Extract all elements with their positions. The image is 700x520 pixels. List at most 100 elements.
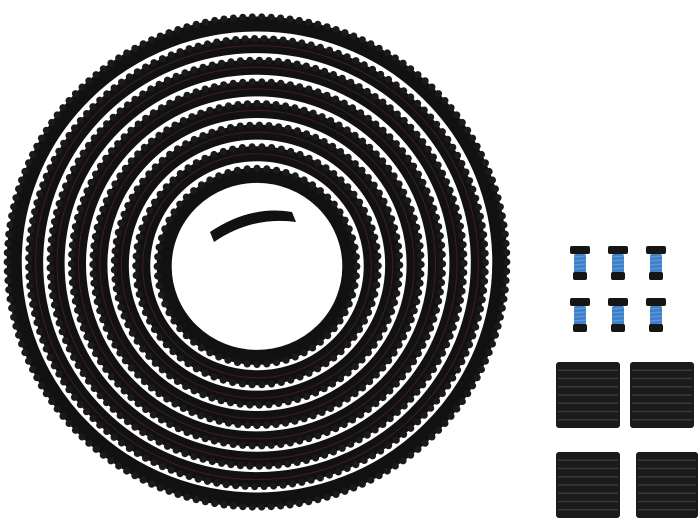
belt-tooth (50, 301, 59, 309)
belt-tooth (433, 120, 441, 128)
belt-tooth (347, 78, 355, 86)
belt-tooth (469, 185, 477, 193)
belt-tooth (213, 479, 221, 487)
belt-tooth (182, 332, 190, 340)
belt-tooth (424, 145, 432, 153)
belt-tooth (503, 249, 511, 257)
belt-tooth (171, 121, 179, 129)
belt-tooth (393, 233, 401, 241)
belt-tooth (420, 411, 428, 419)
belt-tooth (123, 467, 131, 475)
belt-tooth (165, 309, 173, 317)
belt-tooth (253, 164, 261, 172)
screw (570, 246, 590, 280)
belt-tooth (220, 15, 228, 23)
belt-tooth (341, 309, 349, 317)
screw-thread-ridge (649, 267, 663, 270)
belt-tooth (296, 150, 304, 159)
belt-tooth (288, 480, 297, 488)
belt-tooth (419, 178, 427, 187)
belt-tooth (33, 374, 41, 382)
belt-tooth (227, 58, 235, 66)
belt-tooth (169, 348, 177, 356)
belt-tooth (358, 166, 366, 174)
belt-tooth (127, 157, 135, 165)
belt-tooth (392, 436, 400, 444)
belt-tooth (462, 349, 470, 357)
belt-tooth (311, 64, 320, 73)
belt-tooth (201, 369, 209, 377)
belt-tooth (320, 451, 329, 459)
belt-tooth (96, 358, 105, 366)
belt-tooth (427, 404, 435, 412)
belt-tooth (270, 35, 278, 43)
belt-tooth (99, 205, 107, 214)
belt-tooth (5, 286, 13, 294)
belt-tooth (89, 414, 97, 423)
belt-tooth (156, 32, 164, 40)
belt-tooth (133, 281, 141, 289)
belt-tooth (442, 341, 451, 349)
belt-tooth (155, 390, 163, 398)
belt-tooth (383, 467, 391, 475)
belt-tooth (353, 262, 361, 270)
belt-tooth (26, 235, 34, 243)
screw-tip (573, 272, 587, 280)
belt-tooth (282, 169, 290, 177)
belt-tooth (161, 300, 169, 308)
belt-tooth (15, 185, 23, 193)
belt-tooth (385, 357, 393, 365)
belt-tooth (498, 212, 506, 220)
belt-tooth (275, 123, 283, 131)
belt-tooth (355, 325, 364, 333)
belt-tooth (188, 408, 196, 416)
belt-tooth (139, 345, 147, 353)
screw-thread-ridge (649, 263, 663, 266)
belt-tooth (438, 349, 447, 357)
belt-core-thread (35, 45, 479, 481)
belt-tooth (27, 291, 35, 299)
belt-tooth (79, 369, 87, 377)
belt-tooth (472, 194, 480, 202)
belt-tooth (233, 166, 242, 174)
belt-tooth (272, 420, 280, 428)
belt-tooth (251, 35, 259, 43)
belt-tooth (96, 214, 104, 222)
belt-tooth (176, 354, 184, 362)
belt-tooth (452, 204, 460, 212)
belt-tooth (358, 36, 366, 44)
belt-tooth (383, 49, 391, 57)
belt-tooth (70, 288, 78, 296)
belt-tooth (453, 366, 462, 374)
belt-tooth (371, 290, 379, 298)
belt-tooth (367, 476, 375, 484)
belt-tooth (60, 378, 68, 386)
belt-tooth (166, 150, 174, 158)
belt-tooth (197, 344, 206, 352)
belt-tooth (183, 493, 191, 501)
belt-tooth (28, 150, 37, 159)
belt-loops (6, 16, 508, 508)
belt-clamp (556, 452, 620, 518)
screw-thread-ridge (649, 307, 663, 310)
screw (646, 298, 666, 332)
belt-tooth (344, 341, 352, 349)
belt-tooth (414, 71, 422, 79)
belt-tooth (394, 242, 402, 250)
belt-tooth (415, 233, 423, 241)
belt-tooth (258, 78, 266, 86)
belt-tooth (78, 83, 86, 91)
belt-tooth (197, 412, 205, 420)
belt-tooth (400, 430, 408, 438)
belt-tooth (316, 338, 324, 346)
belt-tooth (284, 58, 292, 67)
belt-tooth (111, 247, 119, 255)
belt-tooth (145, 352, 153, 360)
belt-tooth (185, 45, 193, 53)
belt-tooth (142, 405, 150, 414)
belt-tooth (132, 271, 140, 279)
belt-tooth (344, 183, 352, 191)
belt-tooth (458, 397, 466, 406)
belt-tooth (146, 206, 154, 215)
belt-tooth (268, 380, 276, 388)
